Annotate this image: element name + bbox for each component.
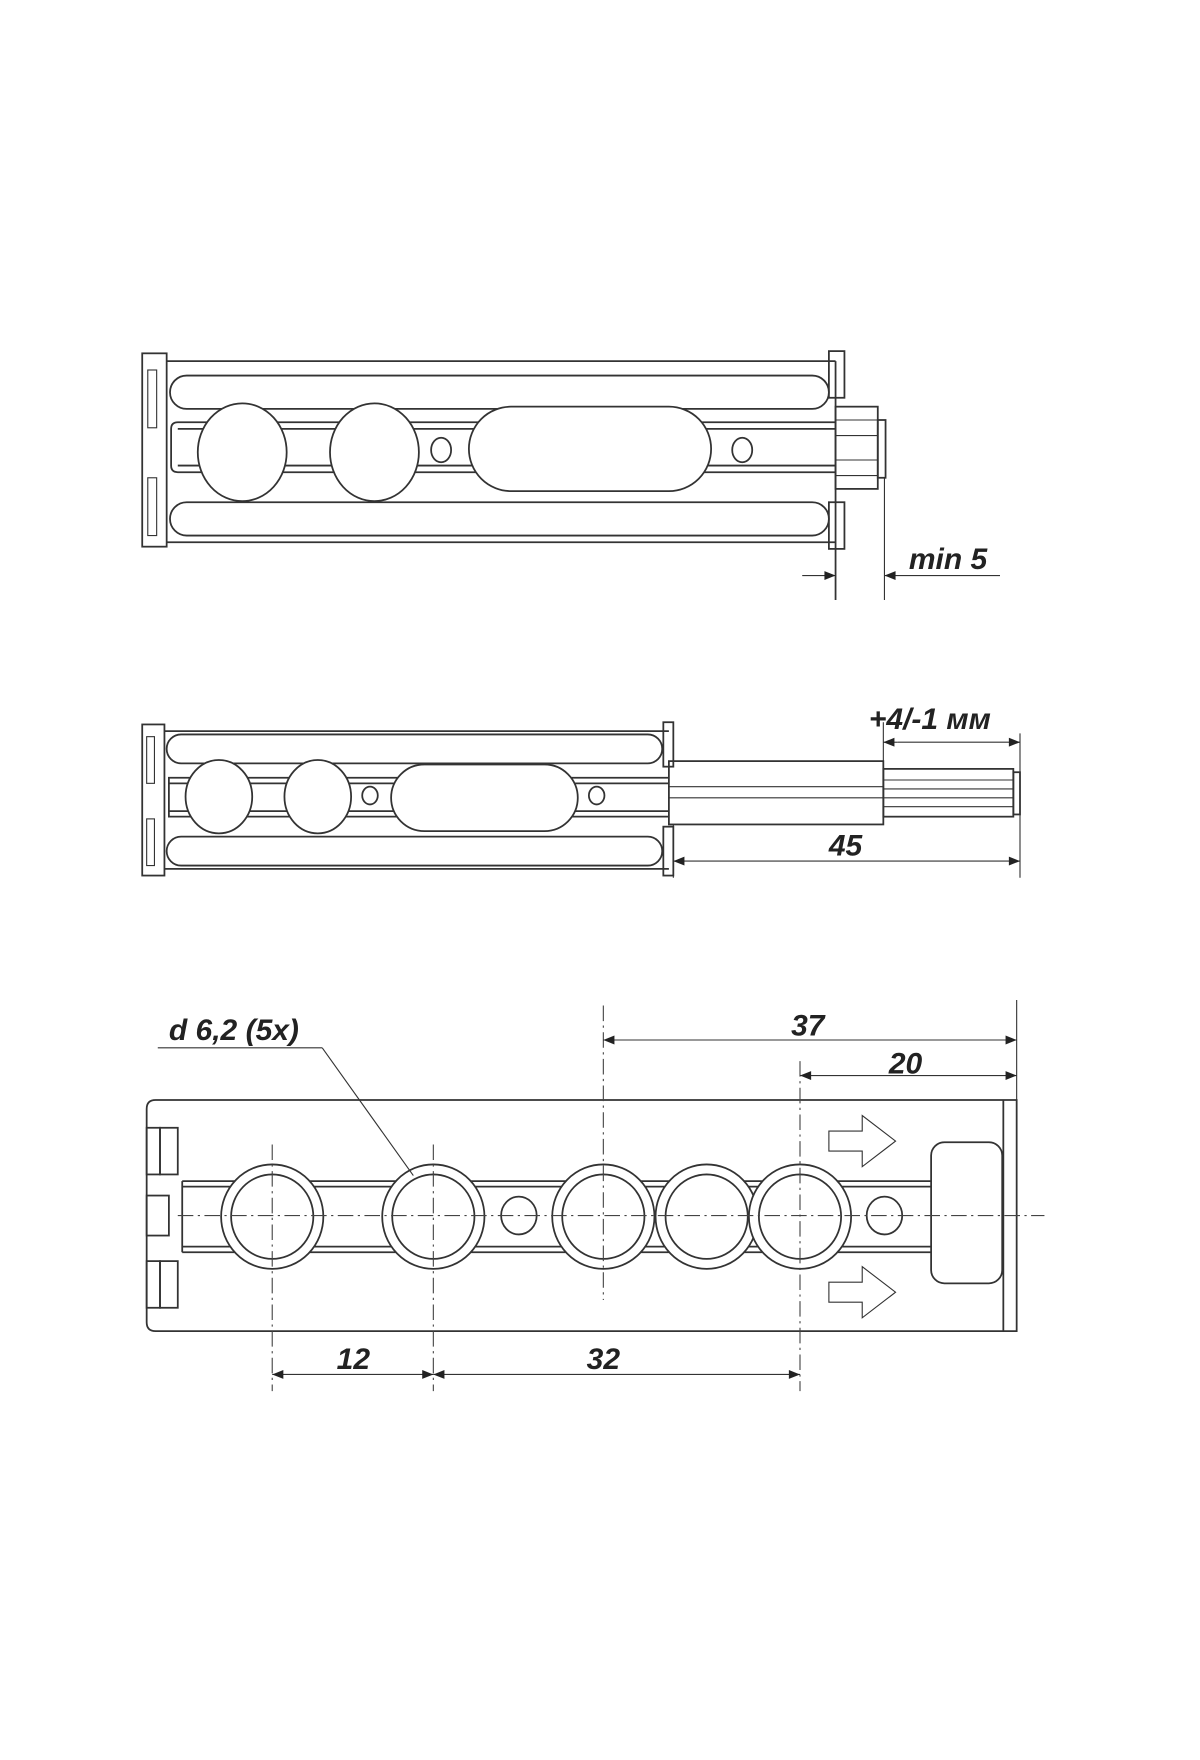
dim-20-label: 20 (888, 1047, 923, 1080)
direction-arrow-icon (828, 1265, 897, 1319)
stroke-45-label: 45 (828, 830, 864, 863)
hole-diameter-label: d 6,2 (5x) (169, 1014, 299, 1047)
dim-32-label: 32 (587, 1343, 621, 1376)
middle-view-extended: +4/-1 мм 45 (141, 703, 1021, 878)
bottom-view-mounting: 37 20 12 32 d 6,2 (5x) (145, 1000, 1045, 1392)
top-view-retracted: min 5 (141, 350, 1000, 600)
dim-12-label: 12 (337, 1343, 371, 1376)
min-5-label: min 5 (909, 543, 989, 576)
dim-37-label: 37 (791, 1010, 826, 1043)
direction-arrow-icon (828, 1114, 897, 1168)
extension-label: +4/-1 мм (869, 703, 991, 736)
